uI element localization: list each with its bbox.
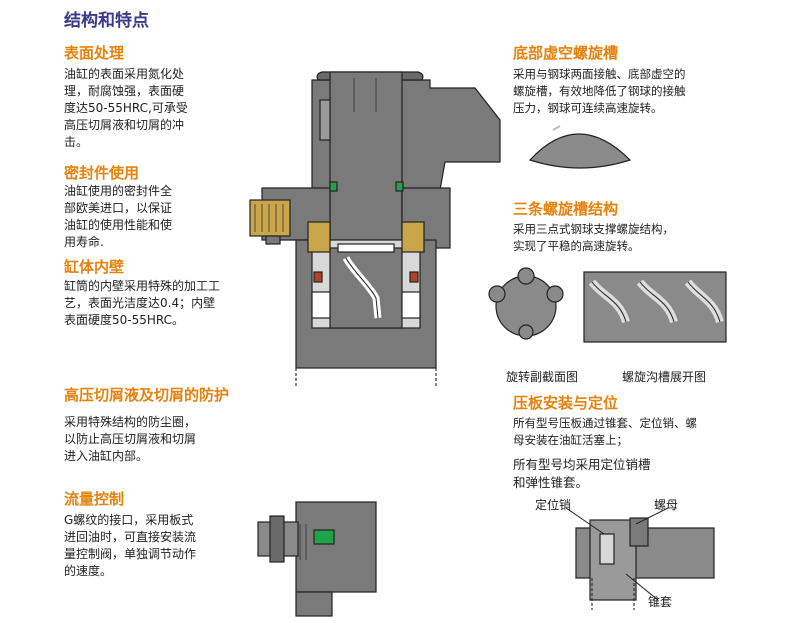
plate-line: 母安装在油缸活塞上； [513,433,628,447]
seal-line: 油缸使用的密封件全 [64,184,173,198]
flow-line: 的速度。 [64,564,113,578]
flow-heading: 流量控制 [64,490,125,508]
groove-view-caption: 螺旋沟槽展开图 [622,370,707,384]
bore-line: 缸筒的内壁采用特殊的加工工 [64,279,221,293]
bottom-groove-line: 采用与钢球两面接触、底部虚空的 [513,67,686,81]
surface-line: 击。 [64,135,89,149]
three-groove-line: 实现了平稳的高速旋转。 [513,239,640,253]
spiral-groove-dome [528,125,632,169]
page-title: 结构和特点 [64,11,149,31]
bore-line: 艺，表面光洁度达0.4；内壁 [64,296,216,310]
nut-label: 螺母 [654,498,679,512]
surface-text: 油缸的表面采用氮化处 理，耐腐蚀强，表面硬 度达50-55HRC,可承受 高压切… [64,66,188,151]
chip-guard-heading: 高压切屑液及切屑的防护 [64,386,230,404]
seal-text: 油缸使用的密封件全 部欧美进口，以保证 油缸的使用性能和使 用寿命. [64,183,172,251]
chip-guard-text: 采用特殊结构的防尘圈， 以防止高压切屑液和切屑 进入油缸内部。 [64,414,196,465]
flow-line: G螺纹的接口，采用板式 [64,513,194,527]
cylinder-cross-section [249,71,501,388]
groove-development-view [583,271,727,343]
surface-line: 油缸的表面采用氮化处 [64,67,185,81]
section-view-caption: 旋转副截面图 [506,370,579,384]
bore-text: 缸筒的内壁采用特殊的加工工 艺，表面光洁度达0.4；内壁 表面硬度50-55HR… [64,278,220,329]
flow-text: G螺纹的接口，采用板式 进回油时，可直接安装流 量控制阀，单独调节动作 的速度。 [64,512,196,580]
surface-line: 高压切屑液和切屑的冲 [64,118,185,132]
plate-line: 和弹性锥套。 [513,475,589,490]
plate-mounting-detail [565,507,715,610]
flow-line: 进回油时，可直接安装流 [64,530,197,544]
bottom-groove-line: 螺旋槽，有效地降低了钢球的接触 [513,84,686,98]
plate-heading: 压板安装与定位 [513,394,619,412]
seal-line: 用寿命. [64,235,104,249]
chip-guard-line: 进入油缸内部。 [64,449,149,463]
seal-line: 油缸的使用性能和使 [64,218,173,232]
plate-text-2: 所有型号均采用定位销槽 和弹性锥套。 [513,456,651,492]
bore-heading: 缸体内壁 [64,258,125,276]
three-groove-heading: 三条螺旋槽结构 [513,200,619,218]
surface-heading: 表面处理 [64,44,125,62]
seal-line: 部欧美进口，以保证 [64,201,173,215]
surface-line: 理，耐腐蚀强，表面硬 [64,84,185,98]
chip-guard-line: 以防止高压切屑液和切屑 [64,432,197,446]
plate-line: 所有型号均采用定位销槽 [513,457,651,472]
three-groove-text: 采用三点式钢球支撑螺旋结构， 实现了平稳的高速旋转。 [513,221,674,255]
flow-line: 量控制阀，单独调节动作 [64,547,197,561]
bottom-groove-text: 采用与钢球两面接触、底部虚空的 螺旋槽，有效地降低了钢球的接触 压力，钢球可连续… [513,66,686,117]
locating-pin-label: 定位销 [535,498,572,512]
plate-text: 所有型号压板通过锥套、定位销、螺 母安装在油缸活塞上； [513,415,697,449]
surface-line: 度达50-55HRC,可承受 [64,101,188,115]
plate-line: 所有型号压板通过锥套、定位销、螺 [513,416,697,430]
bottom-groove-line: 压力，钢球可连续高速旋转。 [513,101,663,115]
bore-line: 表面硬度50-55HRC。 [64,313,185,327]
cone-sleeve-label: 锥套 [648,595,673,609]
seal-heading: 密封件使用 [64,164,140,182]
rotating-pair-section [488,267,564,340]
flow-control-illustration [257,501,377,617]
chip-guard-line: 采用特殊结构的防尘圈， [64,415,197,429]
three-groove-line: 采用三点式钢球支撑螺旋结构， [513,222,674,236]
bottom-groove-heading: 底部虚空螺旋槽 [513,44,619,62]
